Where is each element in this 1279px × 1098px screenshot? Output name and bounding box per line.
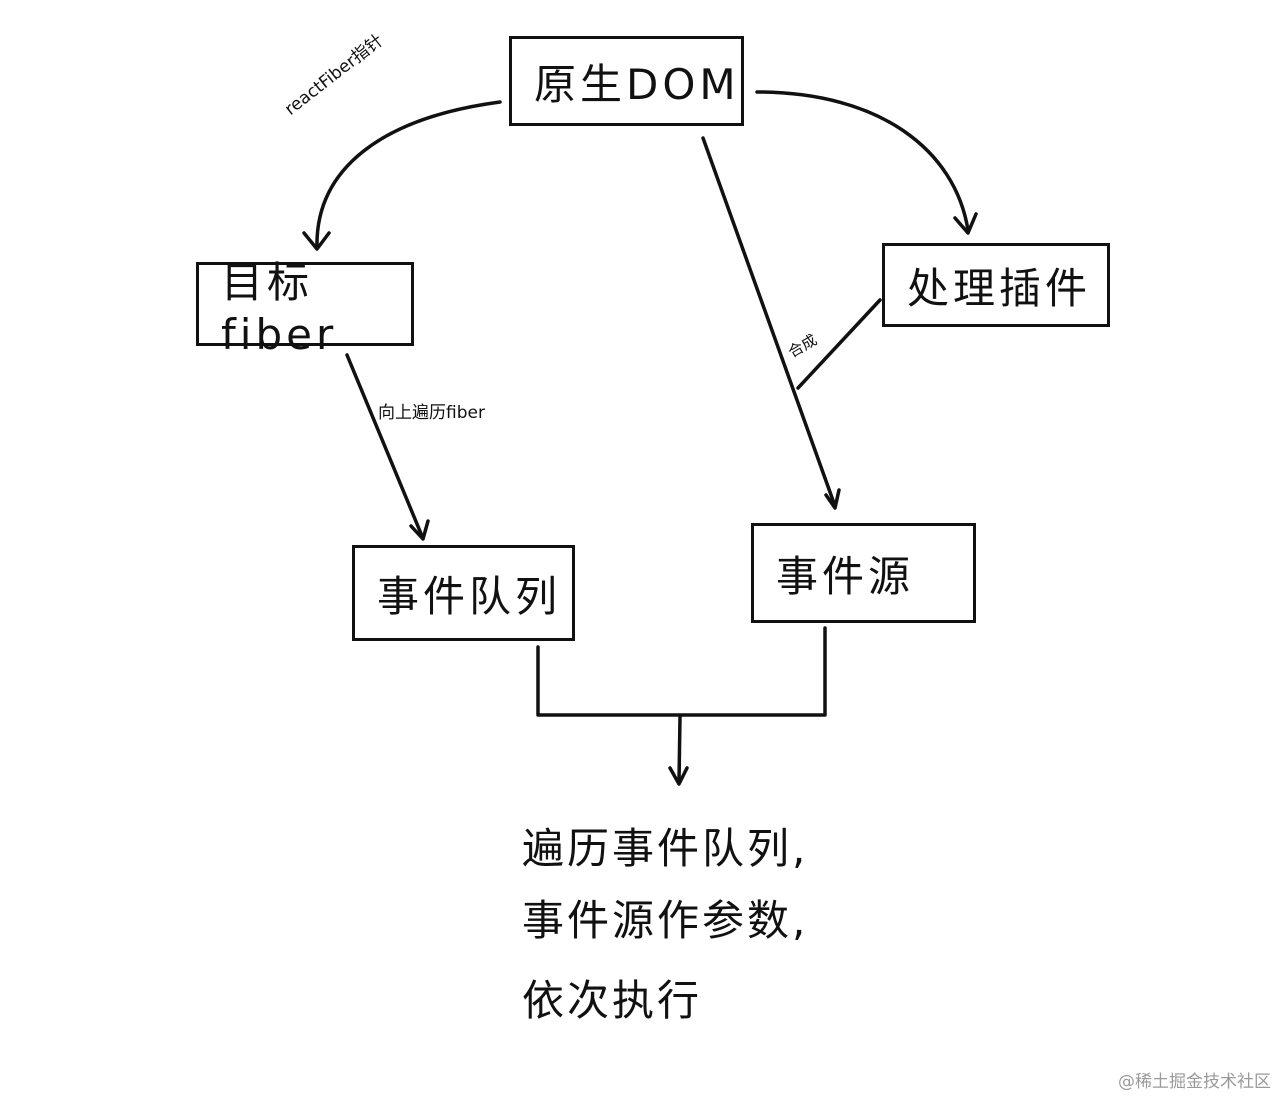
arrowhead-result [668,766,689,786]
bracket-join [536,626,827,717]
arrowhead-plugin [953,212,978,235]
edge-dom-to-event-source [701,136,837,508]
edge-label-traverse-up: 向上遍历fiber [378,398,485,423]
node-native-dom-label: 原生DOM [534,59,740,109]
result-line-3: 依次执行 [522,976,703,1025]
result-line-1: 遍历事件队列, [522,824,809,873]
edge-plugin-merge [796,298,882,390]
edge-target-fiber-to-queue [345,353,424,538]
node-plugin: 处理插件 [882,243,1110,327]
edge-dom-to-target-fiber [315,100,502,250]
node-target-fiber: 目标fiber [196,258,414,359]
arrowhead-event-queue [409,519,430,541]
arrowhead-target-fiber [302,231,331,251]
edge-dom-to-plugin [755,90,970,232]
node-native-dom: 原生DOM [509,36,744,126]
edge-label-traverse-up-text: 向上遍历fiber [378,403,485,423]
node-target-fiber-label: 目标fiber [221,258,338,359]
arrowhead-event-source [824,488,841,510]
node-event-queue-label: 事件队列 [377,571,562,621]
result-line-2: 事件源作参数, [522,896,809,945]
node-event-queue: 事件队列 [352,545,575,641]
edge-join-to-result [677,715,682,784]
watermark: @稀土掘金技术社区 [1118,1072,1271,1092]
node-event-source-label: 事件源 [776,551,915,601]
node-event-source: 事件源 [751,523,976,623]
node-plugin-label: 处理插件 [907,263,1092,313]
